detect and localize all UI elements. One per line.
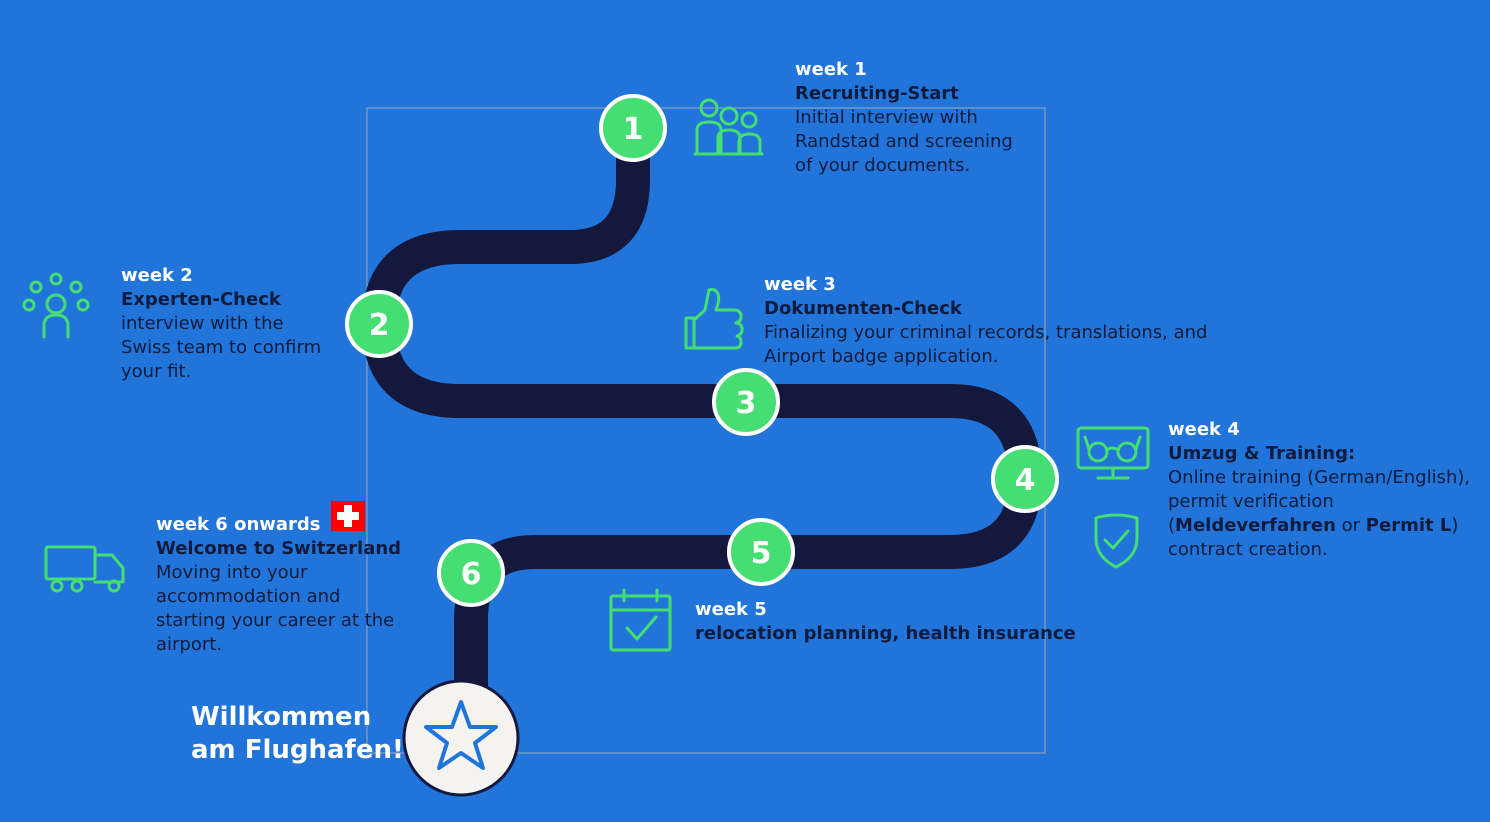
welcome-heading: Willkommen am Flughafen! <box>191 701 404 767</box>
step-4-week: week 4 <box>1168 419 1240 440</box>
roadmap-path <box>362 111 1042 757</box>
people-group-icon <box>693 98 764 156</box>
step-3-desc: Finalizing your criminal records, transl… <box>764 322 1208 367</box>
meldeverfahren-term: Meldeverfahren <box>1175 515 1336 536</box>
step-2-card: week 2 Experten-Check interview with the… <box>121 264 336 384</box>
step-3-title: Dokumenten-Check <box>764 298 962 319</box>
step-marker-6: 6 <box>437 539 505 607</box>
step-number-3: 3 <box>736 386 757 421</box>
step-marker-1: 1 <box>599 94 667 162</box>
step-marker-3: 3 <box>712 368 780 436</box>
monitor-glasses-icon <box>1076 426 1150 480</box>
step-3-week: week 3 <box>764 274 836 295</box>
step-1-week: week 1 <box>795 59 867 80</box>
team-network-icon <box>22 272 90 339</box>
step-4-title: Umzug & Training: <box>1168 443 1356 464</box>
step-2-week: week 2 <box>121 265 193 286</box>
shield-check-icon <box>1094 513 1139 569</box>
step-number-5: 5 <box>751 536 772 571</box>
step-6-title: Welcome to Switzerland <box>156 538 402 559</box>
swiss-flag-icon <box>331 501 365 531</box>
step-4-desc-1: Online training (German/English), permit… <box>1168 467 1471 512</box>
step-4-card: week 4 Umzug & Training: Online training… <box>1168 418 1478 562</box>
thumbs-up-icon <box>684 288 744 350</box>
step-number-4: 4 <box>1015 463 1036 498</box>
step-number-6: 6 <box>461 557 482 592</box>
step-3-card: week 3 Dokumenten-Check Finalizing your … <box>764 273 1274 369</box>
step-4-desc-3: contract creation. <box>1168 539 1328 560</box>
step-1-title: Recruiting-Start <box>795 83 959 104</box>
step-2-title: Experten-Check <box>121 289 281 310</box>
step-6-desc: Moving into your accommodation and start… <box>156 562 395 655</box>
step-marker-4: 4 <box>991 445 1059 513</box>
frame-border <box>366 107 1046 754</box>
step-2-desc: interview with the Swiss team to confirm… <box>121 313 322 382</box>
step-4-desc-2: (Meldeverfahren or Permit L) <box>1168 515 1459 536</box>
welcome-line-2: am Flughafen! <box>191 735 404 765</box>
step-1-card: week 1 Recruiting-Start Initial intervie… <box>795 58 1035 178</box>
welcome-line-1: Willkommen <box>191 702 372 732</box>
step-5-week: week 5 <box>695 599 767 620</box>
step-number-1: 1 <box>623 112 644 147</box>
end-star-badge <box>402 679 520 797</box>
step-marker-2: 2 <box>345 290 413 358</box>
step-number-2: 2 <box>369 308 390 343</box>
permit-l-term: Permit L <box>1365 515 1452 536</box>
step-5-title: relocation planning, health insurance <box>695 623 1076 644</box>
calendar-check-icon <box>609 588 672 652</box>
step-6-week: week 6 onwards <box>156 514 321 535</box>
step-1-desc: Initial interview with Randstad and scre… <box>795 107 1013 176</box>
truck-icon <box>44 545 125 593</box>
star-icon <box>424 700 498 770</box>
step-6-card: week 6 onwards Welcome to Switzerland Mo… <box>156 513 414 657</box>
step-5-card: week 5 relocation planning, health insur… <box>695 598 1085 646</box>
step-marker-5: 5 <box>727 518 795 586</box>
